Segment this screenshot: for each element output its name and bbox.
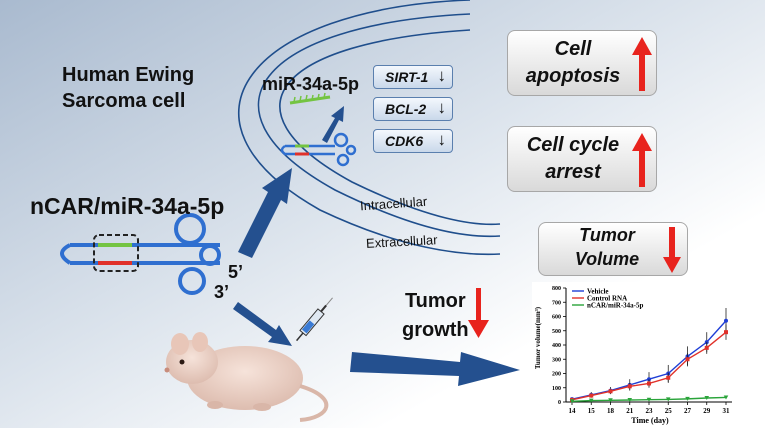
effect-label: Cell apoptosis [520,36,626,90]
effect-line1: Tumor [579,225,635,245]
chart-point [685,396,690,401]
chart-y-tick-label: 100 [552,386,561,392]
effect-box-tumor-volume: Tumor Volume [538,222,688,276]
chart-legend-label: Vehicle [587,288,609,296]
chart-x-tick-label: 14 [569,407,577,415]
chart-ylabel: Tumor volume(mm³) [534,306,542,369]
effect-line1: Cell cycle [526,134,620,156]
injection-arrow [233,302,292,346]
chart-y-tick-label: 800 [552,286,561,292]
chart-y-tick-label: 300 [552,357,561,363]
tumor-volume-chart: Tumor volume(mm³) Time (day) 0 100 200 300 4… [532,282,740,426]
up-arrow-icon [632,133,652,187]
chart-y-tick-label: 600 [552,315,561,321]
gene-box-bcl2: BCL-2 ↓ [373,97,453,121]
chart-legend-label: nCAR/miR-34a-5p [587,302,643,310]
chart-x-tick-label: 15 [588,407,596,415]
chart-point [589,393,594,398]
effect-line1: Cell [554,38,592,60]
syringe-icon [295,297,333,342]
chart-y-tick-label: 700 [552,300,561,306]
effect-line2: arrest [545,161,601,183]
chart-y-tick-label: 400 [552,343,561,349]
tumor-arrow [350,352,520,386]
chart-y-tick-label: 0 [558,400,561,406]
down-arrow-icon [663,227,681,273]
down-arrow-icon: ↓ [437,130,447,149]
gene-box-cdk6: CDK6 ↓ [373,129,453,153]
effect-label: Cell cycle arrest [516,132,630,186]
effect-box-apoptosis: Cell apoptosis [507,30,657,96]
chart-y-tick-label: 200 [552,372,561,378]
chart-point [704,345,709,350]
cell-title: Human Ewing Sarcoma cell [62,62,194,114]
cell-title-line2: Sarcoma cell [62,90,186,112]
chart-x-tick-label: 31 [723,407,731,415]
uptake-arrow [238,168,292,258]
mirna-strand [289,92,331,105]
five-prime-label: 5’ [228,262,244,282]
chart-point [627,398,633,403]
chart-point [724,318,728,323]
small-construct [280,132,357,167]
tumor-growth-down-arrow [468,288,489,338]
chart-y-tick-label: 500 [552,329,561,335]
down-arrow-icon: ↓ [437,66,447,85]
mirna-label: miR-34a-5p [262,74,360,94]
chart-point [665,397,671,402]
tumor-growth-line2: growth [402,319,469,341]
chart-point [588,398,594,403]
construct-label: nCAR/miR-34a-5p [30,193,225,219]
gene-name: SIRT-1 [385,69,429,85]
tumor-growth-line1: Tumor [404,290,466,312]
membrane-extra-line [238,0,501,256]
effect-label: Tumor Volume [557,223,657,271]
chart-x-tick-label: 29 [703,407,711,415]
chart-point [724,330,728,335]
effect-box-cell-cycle: Cell cycle arrest [507,126,657,192]
mirna-arrow [322,106,344,143]
gene-name: CDK6 [385,133,424,149]
effect-line2: Volume [574,249,640,269]
chart-x-tick-label: 21 [626,407,634,415]
tumor-growth-label: Tumor growth [402,287,469,345]
gene-name: BCL-2 [385,101,427,117]
chart-point [723,395,729,400]
effect-line2: apoptosis [525,65,621,87]
chart-point [647,381,651,386]
chart-point [627,384,632,389]
chart-x-tick-label: 18 [607,407,615,415]
down-arrow-icon: ↓ [437,98,447,117]
chart-point [608,389,613,394]
chart-x-tick-label: 23 [646,407,654,415]
mouse-illustration [164,332,329,422]
chart-point [569,399,575,404]
chart-x-tick-label: 27 [684,407,692,415]
up-arrow-icon [632,37,652,91]
chart-x-tick-label: 25 [665,407,673,415]
chart-legend-label: Control RNA [587,295,627,303]
cell-title-line1: Human Ewing [62,64,195,86]
chart-point [704,396,710,401]
chart-point [685,357,690,362]
gene-box-sirt1: SIRT-1 ↓ [373,65,453,89]
chart-point [666,375,671,380]
chart-point [608,398,613,403]
chart-xlabel: Time (day) [631,416,669,425]
membrane-inner-line [279,29,501,226]
three-prime-label: 3’ [214,282,230,302]
chart-point [646,397,652,402]
large-construct [60,213,221,295]
